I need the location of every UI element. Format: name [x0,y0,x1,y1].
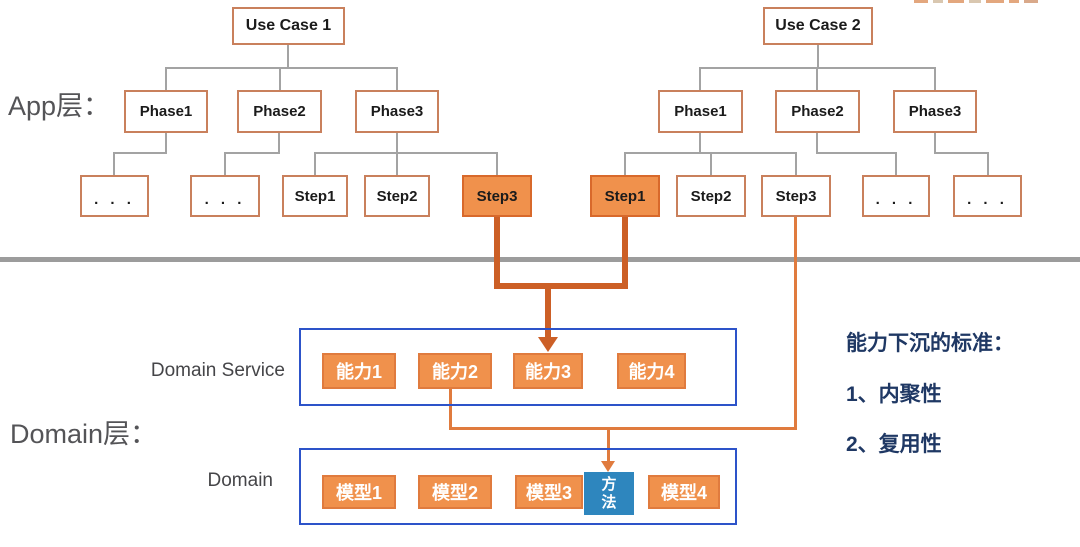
flow-arrow-line [494,217,500,289]
flow-arrow-line-thin [794,217,797,429]
connector-line [396,133,398,175]
connector-line [279,67,281,90]
tree2-ellipsis-box: . . . [862,175,930,217]
tree2-step2-box: Step2 [676,175,746,217]
tree1-step1-box: Step1 [282,175,348,217]
domain-container [299,448,737,525]
connector-line [113,152,167,154]
tree1-phase1-box: Phase1 [124,90,208,133]
use-case-2-box: Use Case 2 [763,7,873,45]
tree1-phase3-box: Phase3 [355,90,439,133]
connector-line [278,133,280,154]
connector-line [224,152,280,154]
layer-divider-line [0,257,1080,262]
domain-service-container [299,328,737,406]
connector-line [165,133,167,154]
connector-line [699,133,701,154]
cutoff-watermark-icon [914,0,1038,4]
arrowhead-down-icon [538,337,558,352]
domain-layer-label: Domain层： [10,419,158,449]
connector-line [795,152,797,175]
connector-line [816,67,818,90]
model-1-box: 模型1 [322,475,396,509]
tree2-phase3-box: Phase3 [893,90,977,133]
method-box: 方法 [584,472,634,515]
connector-line [287,45,289,68]
tree2-step3-box: Step3 [761,175,831,217]
tree1-phase2-box: Phase2 [237,90,322,133]
model-3-box: 模型3 [515,475,583,509]
connector-line [314,152,498,154]
domain-service-label: Domain Service [150,360,285,381]
tree1-step3-box-highlighted: Step3 [462,175,532,217]
connector-line [113,152,115,175]
connector-line [934,67,936,90]
app-layer-label: App层： [8,91,111,121]
connector-line [396,67,398,90]
criteria-item-1: 1、内聚性 [846,383,942,406]
tree2-phase1-box: Phase1 [658,90,743,133]
connector-line [987,152,989,175]
capability-1-box: 能力1 [322,353,396,389]
connector-line [816,152,897,154]
tree2-step1-box-highlighted: Step1 [590,175,660,217]
tree1-ellipsis-box: . . . [80,175,149,217]
capability-4-box: 能力4 [617,353,686,389]
flow-arrow-line-thin [449,389,452,429]
connector-line [816,133,818,154]
model-2-box: 模型2 [418,475,492,509]
flow-arrow-line [494,283,628,289]
arrowhead-down-icon [601,461,615,472]
connector-line [699,67,701,90]
flow-arrow-line-thin [449,427,797,430]
connector-line [314,152,316,175]
connector-line [817,45,819,68]
connector-line [624,152,626,175]
domain-label: Domain [207,470,273,491]
capability-3-box: 能力3 [513,353,583,389]
flow-arrow-line [545,283,551,338]
connector-line [934,152,989,154]
connector-line [165,67,398,69]
method-label: 方法 [601,475,617,511]
connector-line [934,133,936,154]
tree2-phase2-box: Phase2 [775,90,860,133]
tree1-step2-box: Step2 [364,175,430,217]
connector-line [165,67,167,90]
tree1-ellipsis-box: . . . [190,175,260,217]
use-case-1-box: Use Case 1 [232,7,345,45]
flow-arrow-line-thin [607,427,610,462]
connector-line [710,152,712,175]
connector-line [496,152,498,175]
connector-line [895,152,897,175]
connector-line [224,152,226,175]
tree2-ellipsis-box: . . . [953,175,1022,217]
model-4-box: 模型4 [648,475,720,509]
criteria-item-2: 2、复用性 [846,433,942,456]
criteria-title: 能力下沉的标准： [846,332,1014,355]
flow-arrow-line [622,217,628,289]
capability-2-box: 能力2 [418,353,492,389]
